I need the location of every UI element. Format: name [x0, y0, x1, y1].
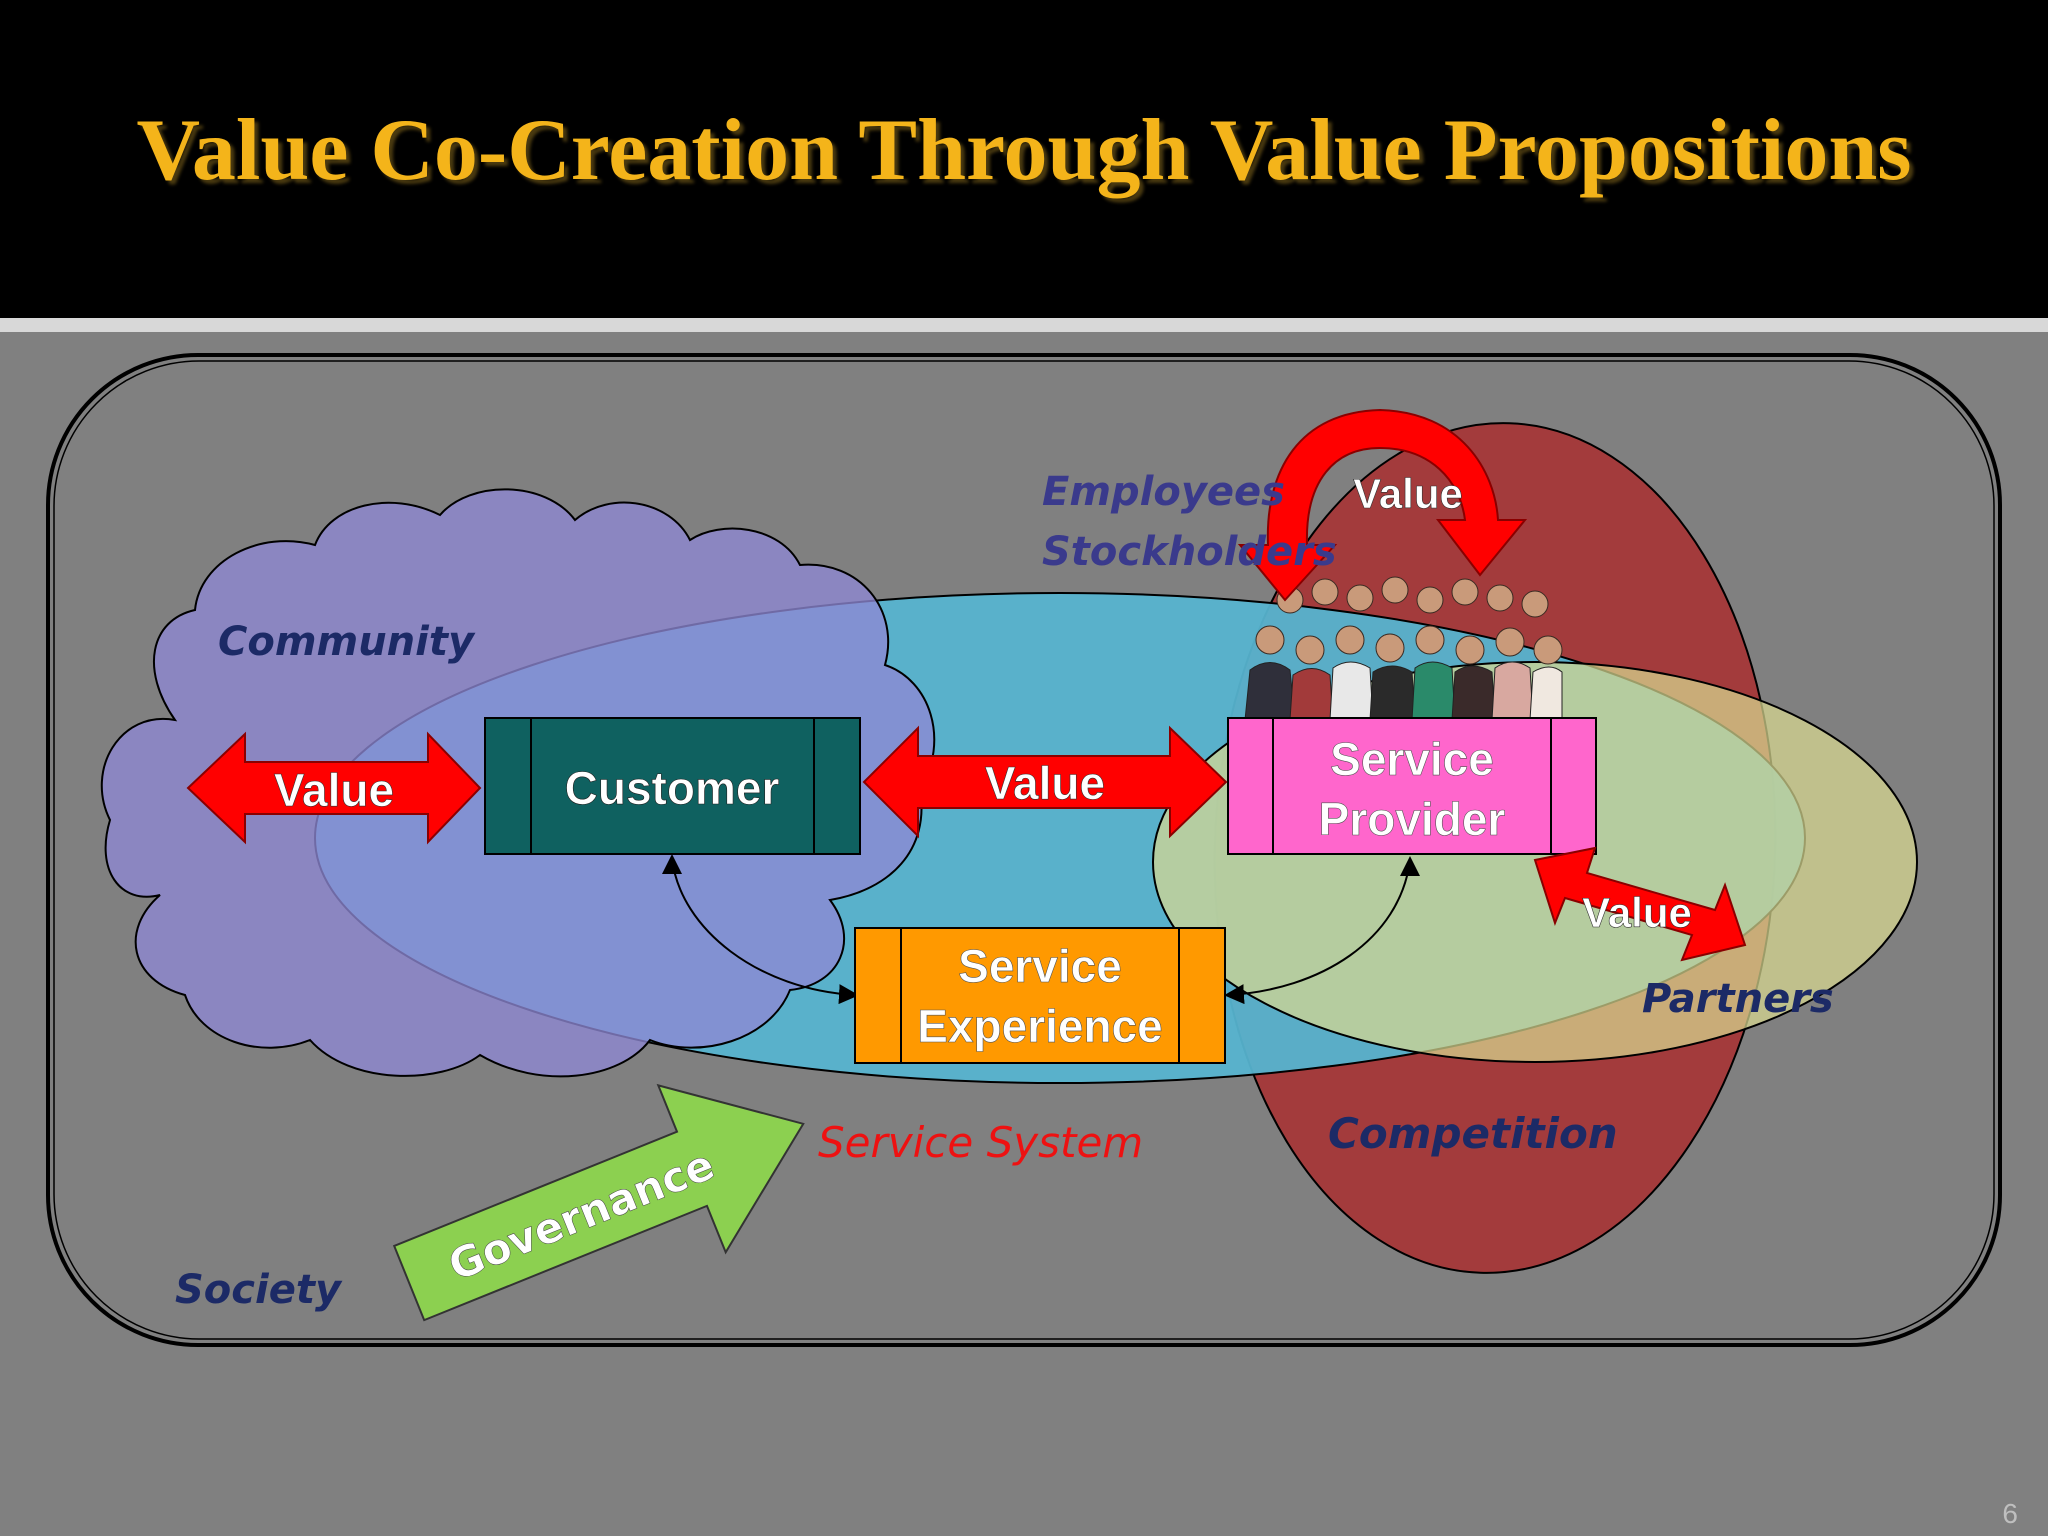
- title-bar: [0, 0, 2048, 318]
- service-provider-box: Service Provider: [1227, 717, 1597, 855]
- title-divider: [0, 318, 2048, 332]
- svg-text:Value: Value: [1353, 470, 1463, 517]
- customer-experience-connector: [671, 857, 859, 1005]
- society-frame: [46, 353, 2002, 1347]
- customer-label: Customer: [565, 762, 780, 814]
- employees-label: Employees: [1042, 469, 1285, 515]
- svg-text:Value: Value: [274, 764, 394, 816]
- stockholders-label: Stockholders: [1042, 529, 1337, 575]
- service-provider-label-line2: Provider: [1319, 793, 1506, 845]
- competition-label: Competition: [1328, 1109, 1618, 1158]
- service-provider-label-line1: Service: [1330, 733, 1494, 785]
- service-experience-label-line1: Service: [958, 940, 1122, 992]
- slide-title: Value Co-Creation Through Value Proposit…: [136, 102, 1912, 199]
- svg-text:Value: Value: [985, 757, 1105, 809]
- service-system-label: Service System: [818, 1118, 1143, 1167]
- provider-experience-connector: [1224, 859, 1411, 1005]
- partners-label: Partners: [1642, 976, 1834, 1022]
- service-experience-label-line2: Experience: [917, 1000, 1162, 1052]
- service-experience-box: Service Experience: [854, 927, 1226, 1064]
- employees-group-image: [1244, 576, 1563, 721]
- svg-text:Value: Value: [1582, 889, 1692, 936]
- customer-box: Customer: [484, 717, 861, 855]
- value-arrow-employees-loop: Value: [1237, 408, 1528, 602]
- value-arrow-community-customer: Value: [186, 731, 482, 845]
- page-number: 6: [2002, 1498, 2018, 1529]
- community-label: Community: [218, 619, 476, 665]
- value-arrow-provider-partners: Value: [1533, 846, 1747, 962]
- governance-arrow: Governance: [392, 1083, 805, 1322]
- society-label: Society: [175, 1267, 343, 1313]
- value-arrow-customer-provider: Value: [862, 725, 1228, 839]
